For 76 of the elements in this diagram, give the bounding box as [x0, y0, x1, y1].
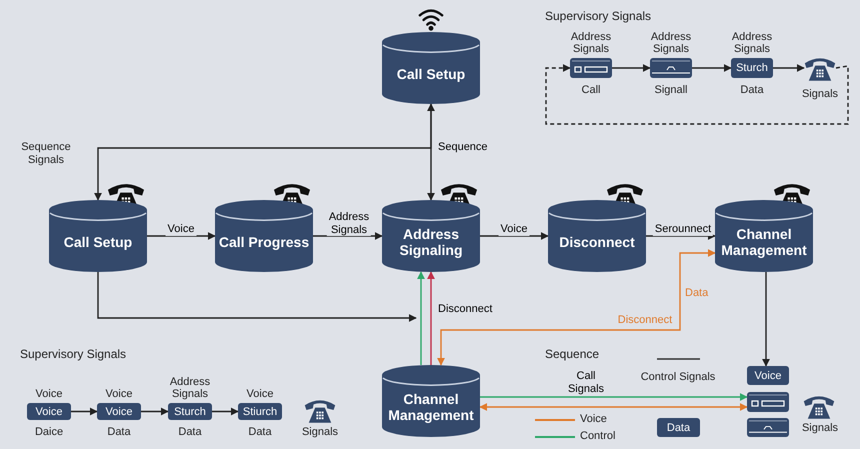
- cylinder-node: [715, 200, 813, 272]
- text-label: Signals: [300, 426, 340, 439]
- signal-chip: Voice: [97, 403, 141, 420]
- arrow: [94, 104, 432, 201]
- node-caption: Daice: [34, 426, 64, 438]
- signal-chip: Stiurch: [238, 403, 282, 420]
- arrow: [427, 271, 435, 365]
- node-caption: Data: [106, 426, 132, 438]
- signal-chip: Voice: [747, 366, 789, 385]
- arrow: [427, 103, 435, 201]
- cylinder-node: [548, 200, 646, 272]
- device-box: [747, 418, 789, 437]
- node-label: Disconnect: [559, 234, 635, 250]
- text-label: Sequence: [545, 348, 600, 362]
- arrow: [480, 232, 549, 240]
- node-caption: Data: [739, 84, 765, 96]
- node-caption: Voice: [246, 388, 274, 400]
- edge-label: Sequence: [436, 141, 490, 154]
- edge-label: Address Signals: [326, 211, 372, 236]
- node-caption: Address Signals: [570, 30, 612, 55]
- device-box: [570, 58, 612, 78]
- node-caption: Data: [247, 426, 273, 438]
- node-caption: Signals: [800, 88, 840, 100]
- arrow: [612, 64, 651, 72]
- cylinder-node: [215, 200, 313, 272]
- node-caption: Voice: [34, 388, 64, 400]
- arrow: [545, 64, 849, 125]
- arrow: [692, 64, 732, 72]
- arrow: [437, 249, 716, 366]
- cylinder-node: [382, 32, 480, 104]
- arrow: [212, 408, 239, 416]
- device-box: [747, 392, 789, 412]
- legend-label: Voice: [580, 413, 607, 425]
- edge-label: Voice: [498, 223, 530, 236]
- arrow: [773, 64, 805, 72]
- text-label: Signals: [800, 422, 840, 435]
- signal-chip: Voice: [27, 403, 71, 420]
- node-label: Channel Management: [720, 226, 808, 258]
- signal-chip: Data: [657, 418, 700, 437]
- arrow: [313, 232, 383, 240]
- node-caption: Signall: [653, 84, 689, 96]
- text-label: Supervisory Signals: [20, 348, 126, 362]
- text-label: Supervisory Signals: [545, 10, 652, 24]
- arrow: [97, 272, 417, 322]
- signal-chip: Sturch: [731, 58, 773, 78]
- arrow: [71, 408, 98, 416]
- edge-label: Call Signals: [566, 370, 606, 396]
- signal-chip: Sturch: [168, 403, 212, 420]
- legend-label: Control: [580, 430, 616, 442]
- node-caption: Voice: [104, 388, 134, 400]
- text-label: Sequence Signals: [20, 141, 72, 166]
- node-caption: Call: [580, 84, 602, 96]
- device-box: [650, 58, 692, 78]
- text-label: Data: [685, 287, 708, 300]
- node-caption: Address Signals: [730, 30, 774, 55]
- arrow: [147, 232, 216, 240]
- arrow: [417, 271, 425, 365]
- cylinder-node: [382, 200, 480, 272]
- node-label: Call Setup: [64, 234, 132, 250]
- arrow: [480, 393, 748, 401]
- cylinder-node: [382, 365, 480, 437]
- node-label: Address Signaling: [398, 226, 464, 258]
- edge-label: Voice: [166, 223, 196, 236]
- node-label: Call Setup: [396, 66, 466, 82]
- arrow: [646, 232, 716, 240]
- node-caption: Data: [177, 426, 203, 438]
- node-label: Call Progress: [218, 234, 310, 250]
- arrow: [141, 408, 169, 416]
- arrow: [479, 403, 748, 411]
- node-label: Channel Management: [387, 390, 475, 424]
- arrow: [762, 272, 770, 367]
- text-label: Control Signals: [640, 371, 716, 384]
- node-caption: Address Signals: [168, 376, 212, 400]
- node-caption: Address Signals: [650, 30, 692, 55]
- edge-label: Serounnect: [652, 223, 714, 236]
- cylinder-node: [49, 200, 147, 272]
